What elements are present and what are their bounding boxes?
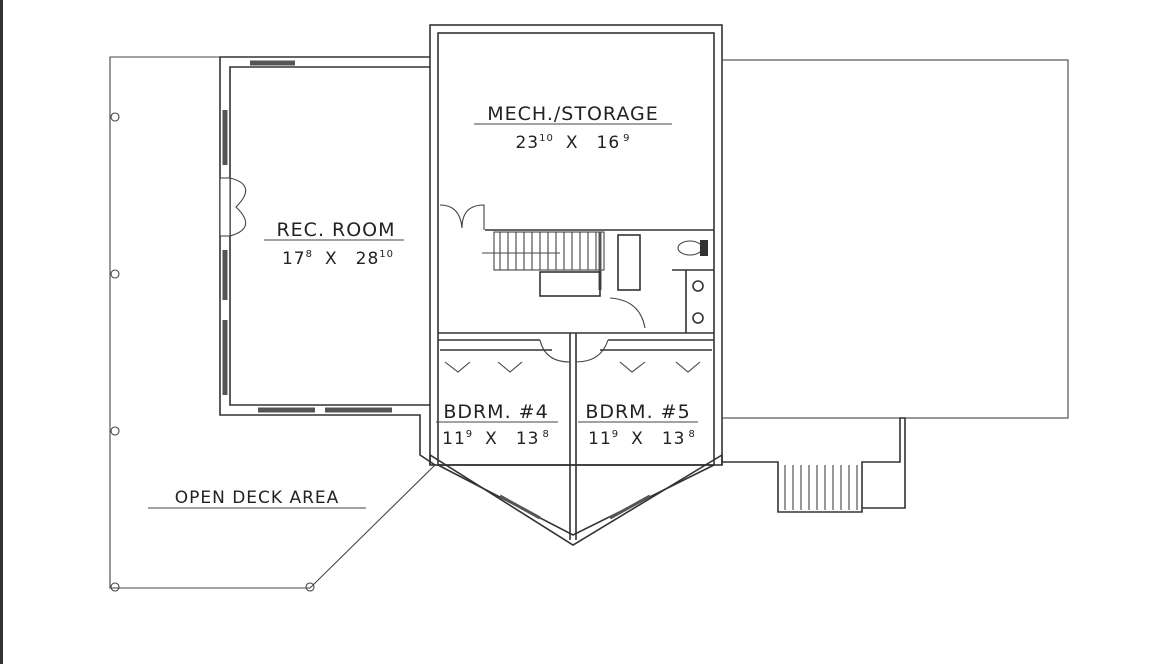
left-edge-bar xyxy=(0,0,3,664)
bedroom-walls xyxy=(429,332,723,546)
toilet xyxy=(677,240,703,256)
room-name-rec: REC. ROOM xyxy=(276,219,395,241)
room-name-bdrm5: BDRM. #5 xyxy=(585,401,690,423)
room-name-bdrm4: BDRM. #4 xyxy=(443,401,548,423)
garage-outline xyxy=(721,59,1069,419)
linen-closet xyxy=(539,271,601,297)
staircase xyxy=(482,232,602,290)
deck-label: OPEN DECK AREA xyxy=(175,488,340,508)
bathtub xyxy=(617,234,641,291)
exterior-stairs xyxy=(722,417,906,513)
rec-room-walls xyxy=(219,56,436,466)
room-name-mech: MECH./STORAGE xyxy=(487,103,659,125)
open-deck-outline xyxy=(109,56,436,592)
